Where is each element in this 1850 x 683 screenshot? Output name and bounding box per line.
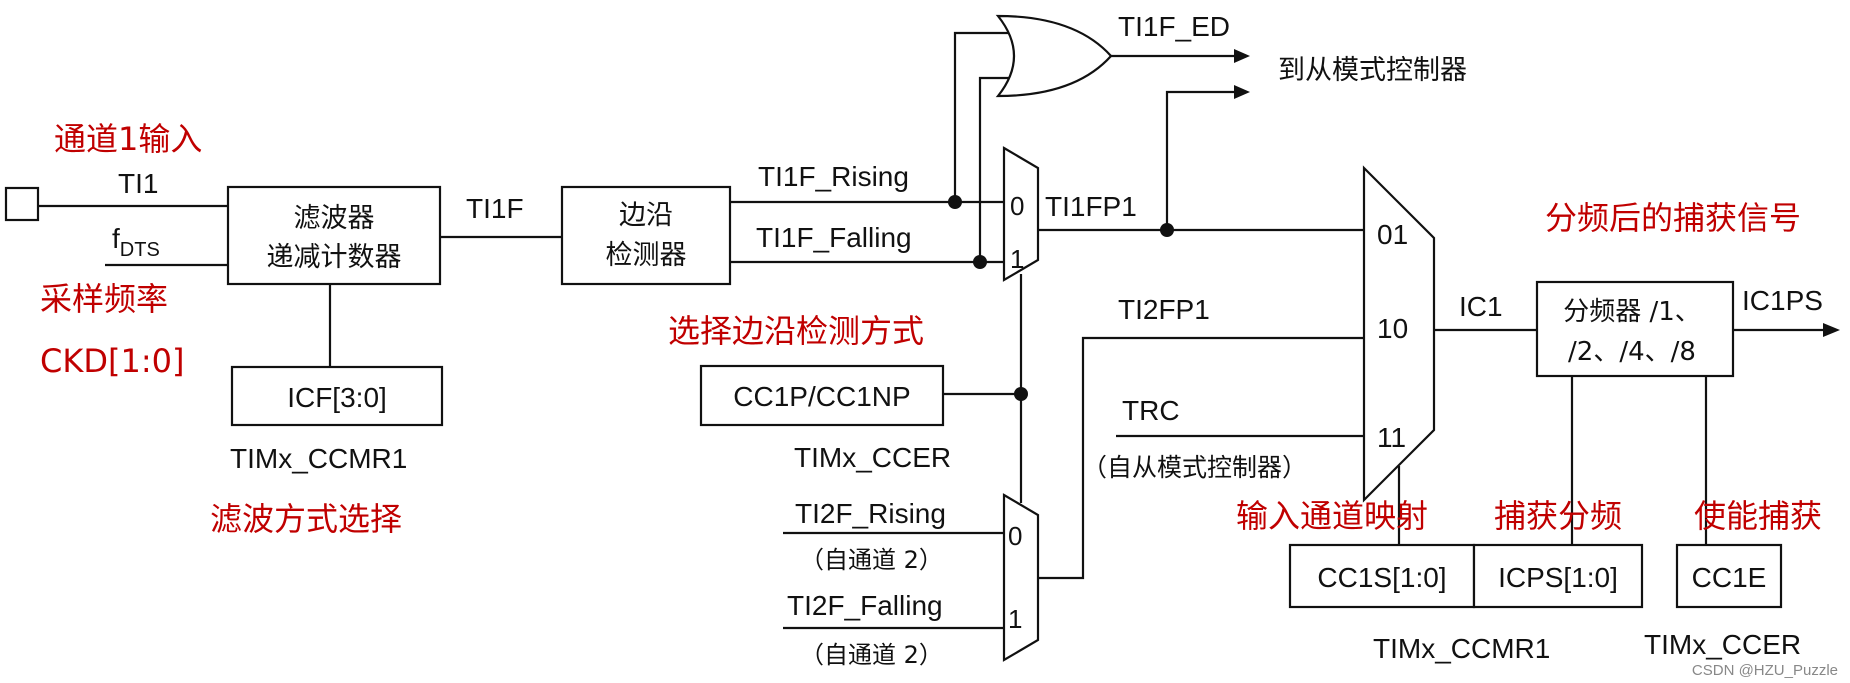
- prescaler-label-1: 分频器 /1、: [1563, 297, 1701, 327]
- from-ch2-label-a: （自通道 2）: [800, 546, 943, 574]
- or-input-b-wire: [978, 76, 1010, 262]
- or-gate: [995, 14, 1113, 98]
- mux1-in1: 1: [1010, 244, 1024, 274]
- annotation-prescaled-signal: 分频后的捕获信号: [1545, 199, 1801, 237]
- edge-label-1: 边沿: [619, 200, 673, 231]
- annotation-filter-select: 滤波方式选择: [210, 500, 402, 538]
- icps-box: [1472, 543, 1644, 609]
- annotation-channel-map: 输入通道映射: [1236, 497, 1428, 535]
- filter-label-2: 递减计数器: [267, 242, 402, 273]
- ccer-right-label: TIMx_CCER: [1644, 629, 1801, 660]
- to-slave-label: 到从模式控制器: [1278, 55, 1467, 86]
- annotation-enable-capture: 使能捕获: [1694, 497, 1822, 535]
- annotation-edge-select: 选择边沿检测方式: [668, 312, 924, 350]
- ti2fp1-wire: [1038, 336, 1364, 580]
- ccmr1-right-label: TIMx_CCMR1: [1373, 633, 1550, 664]
- from-ch2-label-b: （自通道 2）: [800, 641, 943, 669]
- ic1-label: IC1: [1459, 291, 1503, 322]
- input-pin: [4, 186, 40, 222]
- cc1e-label: CC1E: [1692, 562, 1767, 593]
- selector-11: 11: [1377, 422, 1406, 453]
- or-input-a-wire: [953, 31, 1010, 202]
- selector-10: 10: [1377, 313, 1408, 344]
- icf-box: [230, 365, 444, 427]
- annotation-capture-prescale: 捕获分频: [1494, 497, 1622, 535]
- mux2-in1: 1: [1008, 604, 1022, 634]
- ti1f-ed-arrow: [1234, 49, 1250, 63]
- filter-box: [226, 185, 442, 286]
- ti1f-label: TI1F: [466, 193, 524, 224]
- cc1p-box: [699, 364, 945, 427]
- cc1s-box: [1288, 543, 1476, 609]
- prescaler-box: [1535, 280, 1735, 378]
- annotation-sample-freq: 采样频率: [40, 280, 168, 318]
- ic1ps-arrow: [1823, 323, 1840, 337]
- prescaler-label-2: /2、/4、/8: [1568, 337, 1696, 367]
- ccmr1-left-label: TIMx_CCMR1: [230, 443, 407, 474]
- selector-01: 01: [1377, 219, 1408, 250]
- filter-label-1: 滤波器: [294, 203, 375, 234]
- ti2fp1-label: TI2FP1: [1118, 294, 1210, 325]
- ti1fp1-to-slave-wire: [1165, 90, 1238, 230]
- channel-selector-mux: [1362, 165, 1436, 503]
- annotation-ch1-input: 通道1输入: [54, 120, 202, 158]
- trc-label: TRC: [1122, 395, 1180, 426]
- mux2-in0: 0: [1008, 521, 1022, 551]
- annotation-ckd: CKD[1:0]: [40, 342, 184, 380]
- ti1f-ed-label: TI1F_ED: [1118, 11, 1230, 42]
- edge-label-2: 检测器: [606, 240, 687, 271]
- ti1fp1-label: TI1FP1: [1045, 191, 1137, 222]
- mux1: [1002, 146, 1040, 282]
- ccer-mid-label: TIMx_CCER: [794, 442, 951, 473]
- watermark: CSDN @HZU_Puzzle: [1692, 662, 1838, 679]
- cc1p-label: CC1P/CC1NP: [733, 381, 910, 412]
- ti2f-falling-label: TI2F_Falling: [787, 590, 943, 621]
- ic1ps-label: IC1PS: [1742, 285, 1823, 316]
- ti1fp1-to-slave-arrow: [1234, 85, 1250, 99]
- mux2: [1002, 493, 1040, 662]
- icf-label: ICF[3:0]: [287, 382, 387, 413]
- ti1f-falling-label: TI1F_Falling: [756, 222, 912, 253]
- ti1-label: TI1: [118, 168, 158, 199]
- cc1e-box: [1675, 543, 1783, 609]
- cc1s-label: CC1S[1:0]: [1317, 562, 1446, 593]
- icps-label: ICPS[1:0]: [1498, 562, 1618, 593]
- edge-detector-box: [560, 185, 732, 286]
- trc-note: （自从模式控制器）: [1082, 453, 1307, 482]
- mux1-in0: 0: [1010, 191, 1024, 221]
- ti1f-rising-label: TI1F_Rising: [758, 161, 909, 192]
- ti2f-rising-label: TI2F_Rising: [795, 498, 946, 529]
- fdts-label: fDTS: [112, 223, 160, 261]
